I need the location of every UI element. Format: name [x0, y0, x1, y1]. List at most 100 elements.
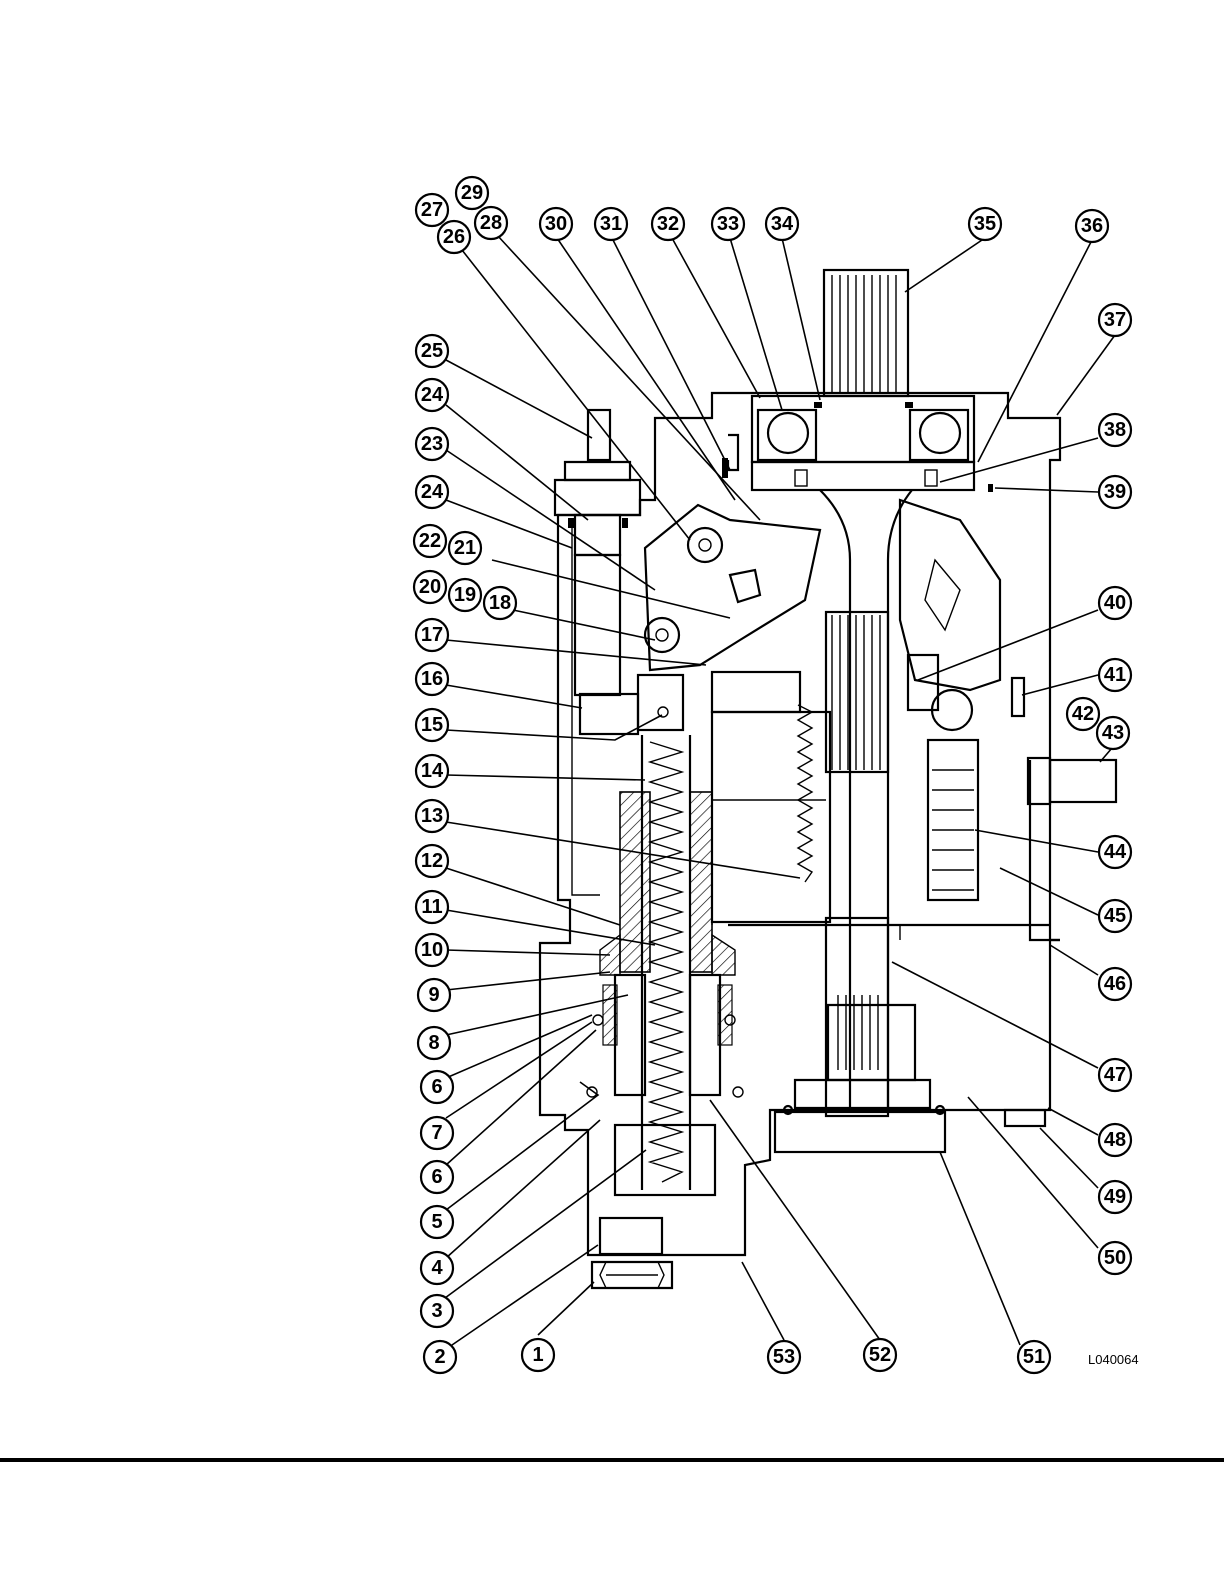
callout-36: 36	[1076, 210, 1108, 242]
svg-text:7: 7	[431, 1122, 442, 1144]
callout-50: 50	[1099, 1242, 1131, 1274]
callout-27: 27	[416, 194, 448, 226]
svg-text:5: 5	[431, 1211, 442, 1233]
callout-5: 5	[421, 1206, 453, 1238]
svg-text:39: 39	[1104, 481, 1126, 503]
callout-4: 4	[421, 1252, 453, 1284]
svg-text:6: 6	[431, 1076, 442, 1098]
svg-text:52: 52	[869, 1344, 891, 1366]
callout-51: 51	[1018, 1341, 1050, 1373]
svg-text:24: 24	[421, 384, 444, 406]
callout-39: 39	[1099, 476, 1131, 508]
callout-30: 30	[540, 208, 572, 240]
callout-18: 18	[484, 587, 516, 619]
callout-35: 35	[969, 208, 1001, 240]
callout-19: 19	[449, 579, 481, 611]
callout-38: 38	[1099, 414, 1131, 446]
callout-49: 49	[1099, 1181, 1131, 1213]
svg-text:25: 25	[421, 340, 443, 362]
callout-23: 23	[416, 428, 448, 460]
callout-40: 40	[1099, 587, 1131, 619]
callout-20: 20	[414, 571, 446, 603]
callout-48: 48	[1099, 1124, 1131, 1156]
svg-text:45: 45	[1104, 905, 1126, 927]
svg-text:33: 33	[717, 213, 739, 235]
svg-text:3: 3	[431, 1300, 442, 1322]
callout-46: 46	[1099, 968, 1131, 1000]
svg-text:51: 51	[1023, 1346, 1045, 1368]
svg-text:32: 32	[657, 213, 679, 235]
callout-29: 29	[456, 177, 488, 209]
svg-text:42: 42	[1072, 703, 1094, 725]
callout-25: 25	[416, 335, 448, 367]
callout-44: 44	[1099, 836, 1131, 868]
callout-16: 16	[416, 663, 448, 695]
callout-15: 15	[416, 709, 448, 741]
svg-text:43: 43	[1102, 722, 1124, 744]
svg-text:31: 31	[600, 213, 622, 235]
svg-text:35: 35	[974, 213, 996, 235]
callout-17: 17	[416, 619, 448, 651]
callout-43: 43	[1097, 717, 1129, 749]
svg-text:47: 47	[1104, 1064, 1126, 1086]
callout-8: 8	[418, 1027, 450, 1059]
svg-text:21: 21	[454, 537, 476, 559]
svg-text:38: 38	[1104, 419, 1126, 441]
callout-32: 32	[652, 208, 684, 240]
callout-28: 28	[475, 207, 507, 239]
svg-text:49: 49	[1104, 1186, 1126, 1208]
svg-text:34: 34	[771, 213, 794, 235]
callout-47: 47	[1099, 1059, 1131, 1091]
callout-52: 52	[864, 1339, 896, 1371]
svg-text:36: 36	[1081, 215, 1103, 237]
spline-lines-top	[832, 275, 896, 392]
svg-text:46: 46	[1104, 973, 1126, 995]
svg-text:28: 28	[480, 212, 502, 234]
svg-text:40: 40	[1104, 592, 1126, 614]
callout-12: 12	[416, 845, 448, 877]
shaft-spline-mid	[832, 615, 880, 770]
svg-text:20: 20	[419, 576, 441, 598]
svg-text:6: 6	[431, 1166, 442, 1188]
svg-text:10: 10	[421, 939, 443, 961]
figure-code: L040064	[1088, 1352, 1139, 1367]
svg-text:41: 41	[1104, 664, 1126, 686]
svg-text:50: 50	[1104, 1247, 1126, 1269]
callout-26: 26	[438, 221, 470, 253]
svg-text:29: 29	[461, 182, 483, 204]
callout-1: 1	[522, 1339, 554, 1371]
callout-31: 31	[595, 208, 627, 240]
svg-text:19: 19	[454, 584, 476, 606]
footer-rule	[0, 1458, 1224, 1462]
svg-text:13: 13	[421, 805, 443, 827]
callout-34: 34	[766, 208, 798, 240]
svg-text:9: 9	[428, 984, 439, 1006]
svg-text:22: 22	[419, 530, 441, 552]
callout-37: 37	[1099, 304, 1131, 336]
svg-text:2: 2	[434, 1346, 445, 1368]
callout-42: 42	[1067, 698, 1099, 730]
callout-9: 9	[418, 979, 450, 1011]
svg-text:24: 24	[421, 481, 444, 503]
svg-text:11: 11	[421, 896, 442, 918]
svg-text:18: 18	[489, 592, 511, 614]
svg-text:14: 14	[421, 760, 444, 782]
callout-24b: 24	[416, 476, 448, 508]
svg-text:26: 26	[443, 226, 465, 248]
svg-text:12: 12	[421, 850, 443, 872]
callout-21: 21	[449, 532, 481, 564]
callout-41: 41	[1099, 659, 1131, 691]
callout-22: 22	[414, 525, 446, 557]
callout-6a: 6	[421, 1161, 453, 1193]
svg-text:1: 1	[532, 1344, 543, 1366]
svg-text:37: 37	[1104, 309, 1126, 331]
callout-3: 3	[421, 1295, 453, 1327]
callout-11: 11	[416, 891, 448, 923]
leader-lines	[445, 235, 1115, 1345]
svg-text:15: 15	[421, 714, 443, 736]
svg-text:53: 53	[773, 1346, 795, 1368]
callout-13: 13	[416, 800, 448, 832]
callout-2: 2	[424, 1341, 456, 1373]
callout-10: 10	[416, 934, 448, 966]
